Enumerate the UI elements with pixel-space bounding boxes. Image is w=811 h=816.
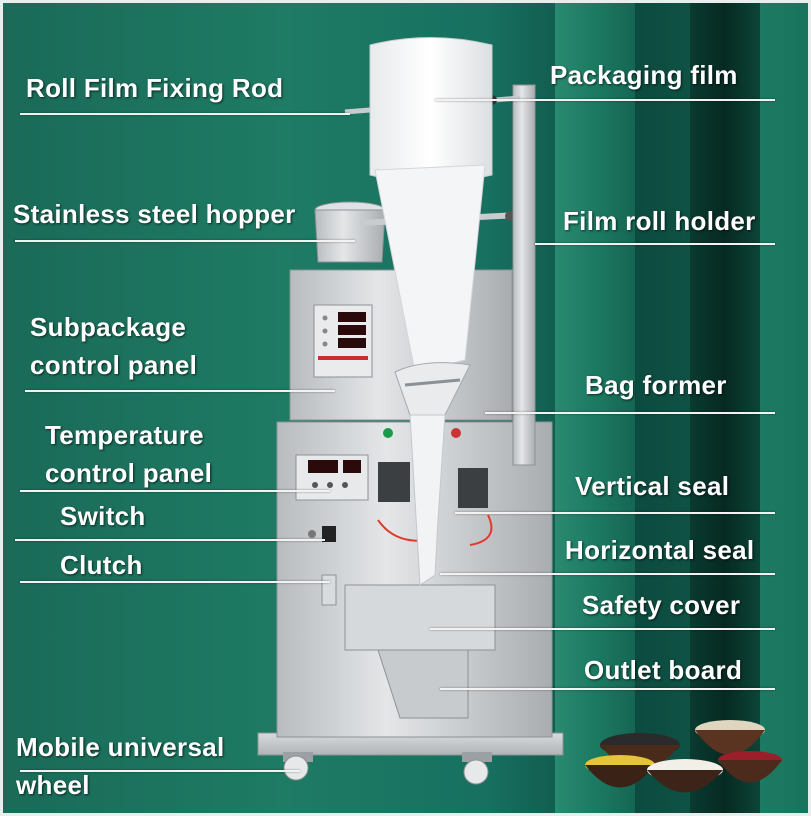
leader-line-subpackage-control-panel [25,390,335,392]
packaging-film-roll [369,37,493,183]
label-subpackage-control-panel-line2: control panel [30,350,198,380]
grain-bowl [585,755,655,788]
label-temperature-control-panel-line1: Temperature [45,420,204,450]
leader-line-vertical-seal [455,512,775,514]
label-packaging-film: Packaging film [550,60,738,90]
clutch [321,574,337,606]
label-subpackage-control-panel-line1: Subpackage [30,312,187,342]
safety-cover [344,584,496,651]
grain-bowl [647,759,723,793]
background-pillar [555,0,635,816]
grain-bowls-illustration [585,720,782,793]
leader-line-horizontal-seal [440,573,775,575]
sealing-unit [377,428,493,546]
temperature-control-panel [295,454,369,501]
label-clutch: Clutch [60,550,143,580]
label-film-roll-holder: Film roll holder [563,206,756,236]
label-mobile-universal-wheel-line1: Mobile universal [16,732,225,762]
leader-line-outlet-board [440,688,775,690]
label-roll-film-fixing-rod: Roll Film Fixing Rod [26,73,284,103]
label-horizontal-seal: Horizontal seal [565,535,755,565]
leader-line-safety-cover [430,628,775,630]
switch [308,526,336,542]
leader-line-switch [15,539,325,541]
label-temperature-control-panel-line2: control panel [45,458,213,488]
leader-line-packaging-film [435,99,775,101]
leader-line-stainless-steel-hopper [15,240,355,242]
background-pillar [760,0,811,816]
packaging-film-strip [374,164,486,373]
label-switch: Switch [60,501,146,531]
label-outlet-board: Outlet board [584,655,743,685]
bag-former [394,362,471,416]
label-safety-cover: Safety cover [582,590,741,620]
stainless-steel-hopper [314,201,386,263]
leader-line-film-roll-holder [535,243,775,245]
label-mobile-universal-wheel-line2: wheel [16,770,90,800]
leader-line-clutch [20,581,330,583]
leader-line-bag-former [485,412,775,414]
film-roll-holder [512,84,536,466]
label-bag-former: Bag former [585,370,727,400]
label-stainless-steel-hopper: Stainless steel hopper [13,199,296,229]
filling-tube [409,414,446,586]
leader-line-mobile-universal-wheel [20,770,300,772]
background-dark-column [690,0,760,816]
leader-line-roll-film-fixing-rod [20,113,350,115]
mobile-universal-wheel [283,752,492,785]
subpackage-control-panel [313,304,373,378]
leader-line-temperature-control-panel [20,490,330,492]
label-vertical-seal: Vertical seal [575,471,730,501]
grain-bowl [695,720,765,755]
grain-bowl [718,751,782,783]
